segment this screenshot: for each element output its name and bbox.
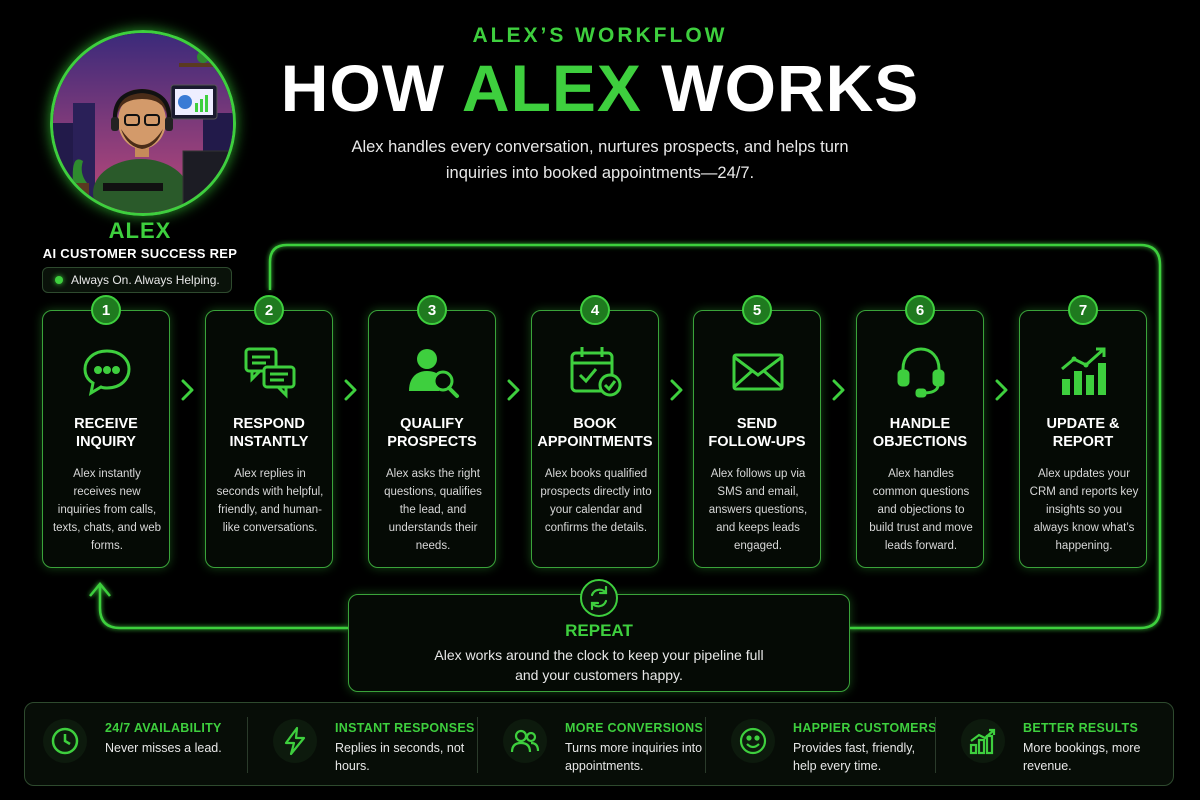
- page-title: HOW ALEX WORKS: [250, 52, 950, 124]
- step-description: Alex updates your CRM and reports key in…: [1029, 468, 1139, 552]
- benefit-item: 24/7 AVAILABILITY Never misses a lead.: [25, 703, 255, 787]
- step-number-badge: 1: [91, 295, 121, 325]
- step-description: Alex instantly receives new inquiries fr…: [52, 468, 162, 552]
- refresh-icon: [580, 579, 618, 617]
- step-description: Alex replies in seconds with helpful, fr…: [216, 468, 324, 534]
- benefit-title: 24/7 AVAILABILITY: [105, 721, 222, 735]
- subtitle-line-2: inquiries into booked appointments—24/7.: [300, 160, 900, 186]
- benefit-item: MORE CONVERSIONS Turns more inquiries in…: [485, 703, 715, 787]
- page-kicker: ALEX’S WORKFLOW: [472, 24, 728, 47]
- status-dot-icon: [55, 276, 63, 284]
- step-number-badge: 7: [1068, 295, 1098, 325]
- benefit-divider: [477, 717, 478, 773]
- step-card-6: 6 HANDLE OBJECTIONS Alex handles common …: [856, 295, 984, 568]
- growth-chart-icon: [1054, 341, 1114, 401]
- envelope-icon: [728, 341, 788, 401]
- step-description: Alex follows up via SMS and email, answe…: [708, 468, 808, 552]
- step-card-4: 4 BOOK APPOINTMENTS Alex books qualified…: [531, 295, 659, 568]
- step-number-badge: 2: [254, 295, 284, 325]
- benefit-divider: [935, 717, 936, 773]
- step-card-3: 3 QUALIFY PROSPECTS Alex asks the right …: [368, 295, 496, 568]
- benefit-title: HAPPIER CUSTOMERS: [793, 721, 937, 735]
- chevron-right-icon: [506, 378, 522, 402]
- chevron-right-icon: [343, 378, 359, 402]
- people-icon: [503, 719, 547, 763]
- step-description: Alex books qualified prospects directly …: [540, 468, 652, 534]
- step-title: HANDLE OBJECTIONS: [872, 416, 968, 450]
- clock-icon: [43, 719, 87, 763]
- smiley-icon: [731, 719, 775, 763]
- subtitle-line-1: Alex handles every conversation, nurture…: [351, 138, 849, 156]
- lightning-icon: [273, 719, 317, 763]
- title-accent: ALEX: [461, 51, 642, 125]
- step-card-5: 5 SEND FOLLOW-UPS Alex follows up via SM…: [693, 295, 821, 568]
- benefit-divider: [247, 717, 248, 773]
- page-subtitle: Alex handles every conversation, nurture…: [300, 134, 900, 186]
- benefit-description: More bookings, more revenue.: [1023, 741, 1141, 773]
- step-description: Alex handles common questions and object…: [869, 468, 973, 552]
- step-title: BOOK APPOINTMENTS: [537, 416, 653, 450]
- step-title: RESPOND INSTANTLY: [229, 416, 309, 450]
- persona-role: AI CUSTOMER SUCCESS REP: [42, 246, 238, 261]
- subtitle-line-2-text: inquiries into booked appointments—24/7.: [445, 164, 755, 182]
- step-number-badge: 6: [905, 295, 935, 325]
- alex-avatar: [50, 30, 236, 216]
- bar-growth-icon: [961, 719, 1005, 763]
- chevron-right-icon: [180, 378, 196, 402]
- repeat-line-2: and your customers happy.: [515, 667, 683, 683]
- benefit-item: INSTANT RESPONSES Replies in seconds, no…: [255, 703, 485, 787]
- step-title: UPDATE & REPORT: [1046, 416, 1120, 450]
- step-title: SEND FOLLOW-UPS: [708, 416, 806, 450]
- chevron-right-icon: [994, 378, 1010, 402]
- benefit-description: Never misses a lead.: [105, 741, 222, 755]
- user-search-icon: [403, 341, 463, 401]
- repeat-title: REPEAT: [565, 621, 633, 640]
- benefit-description: Turns more inquiries into appointments.: [565, 741, 703, 773]
- benefit-title: INSTANT RESPONSES: [335, 721, 475, 735]
- calendar-check-icon: [566, 341, 626, 401]
- benefit-title: BETTER RESULTS: [1023, 721, 1139, 735]
- headset-icon: [891, 341, 951, 401]
- repeat-box: REPEAT Alex works around the clock to ke…: [348, 579, 850, 692]
- step-card-2: 2 RESPOND INSTANTLY Alex replies in seco…: [205, 295, 333, 568]
- chevron-right-icon: [831, 378, 847, 402]
- repeat-description: Alex works around the clock to keep your…: [389, 645, 809, 685]
- step-description: Alex asks the right questions, qualifies…: [384, 468, 482, 552]
- conversation-icon: [240, 341, 300, 401]
- benefit-item: BETTER RESULTS More bookings, more reven…: [943, 703, 1173, 787]
- step-number-badge: 5: [742, 295, 772, 325]
- chevron-right-icon: [669, 378, 685, 402]
- benefit-title: MORE CONVERSIONS: [565, 721, 704, 735]
- benefit-description: Provides fast, friendly, help every time…: [793, 741, 916, 773]
- step-card-1: 1 RECEIVE INQUIRY Alex instantly receive…: [42, 295, 170, 568]
- benefit-item: HAPPIER CUSTOMERS Provides fast, friendl…: [713, 703, 943, 787]
- repeat-line-1: Alex works around the clock to keep your…: [434, 647, 764, 663]
- step-number-badge: 3: [417, 295, 447, 325]
- step-title: RECEIVE INQUIRY: [74, 416, 138, 450]
- step-title: QUALIFY PROSPECTS: [387, 416, 477, 450]
- benefit-description: Replies in seconds, not hours.: [335, 741, 465, 773]
- persona-name: ALEX: [108, 218, 172, 243]
- chat-bubble-icon: [77, 341, 137, 401]
- title-part-2: WORKS: [641, 51, 920, 125]
- persona-status-text: Always On. Always Helping.: [71, 273, 220, 287]
- step-number-badge: 4: [580, 295, 610, 325]
- step-card-7: 7 UPDATE & REPORT Alex updates your CRM …: [1019, 295, 1147, 568]
- benefits-bar: 24/7 AVAILABILITY Never misses a lead. I…: [24, 702, 1174, 786]
- persona-status-badge: Always On. Always Helping.: [42, 267, 232, 293]
- title-part-1: HOW: [280, 51, 462, 125]
- benefit-divider: [705, 717, 706, 773]
